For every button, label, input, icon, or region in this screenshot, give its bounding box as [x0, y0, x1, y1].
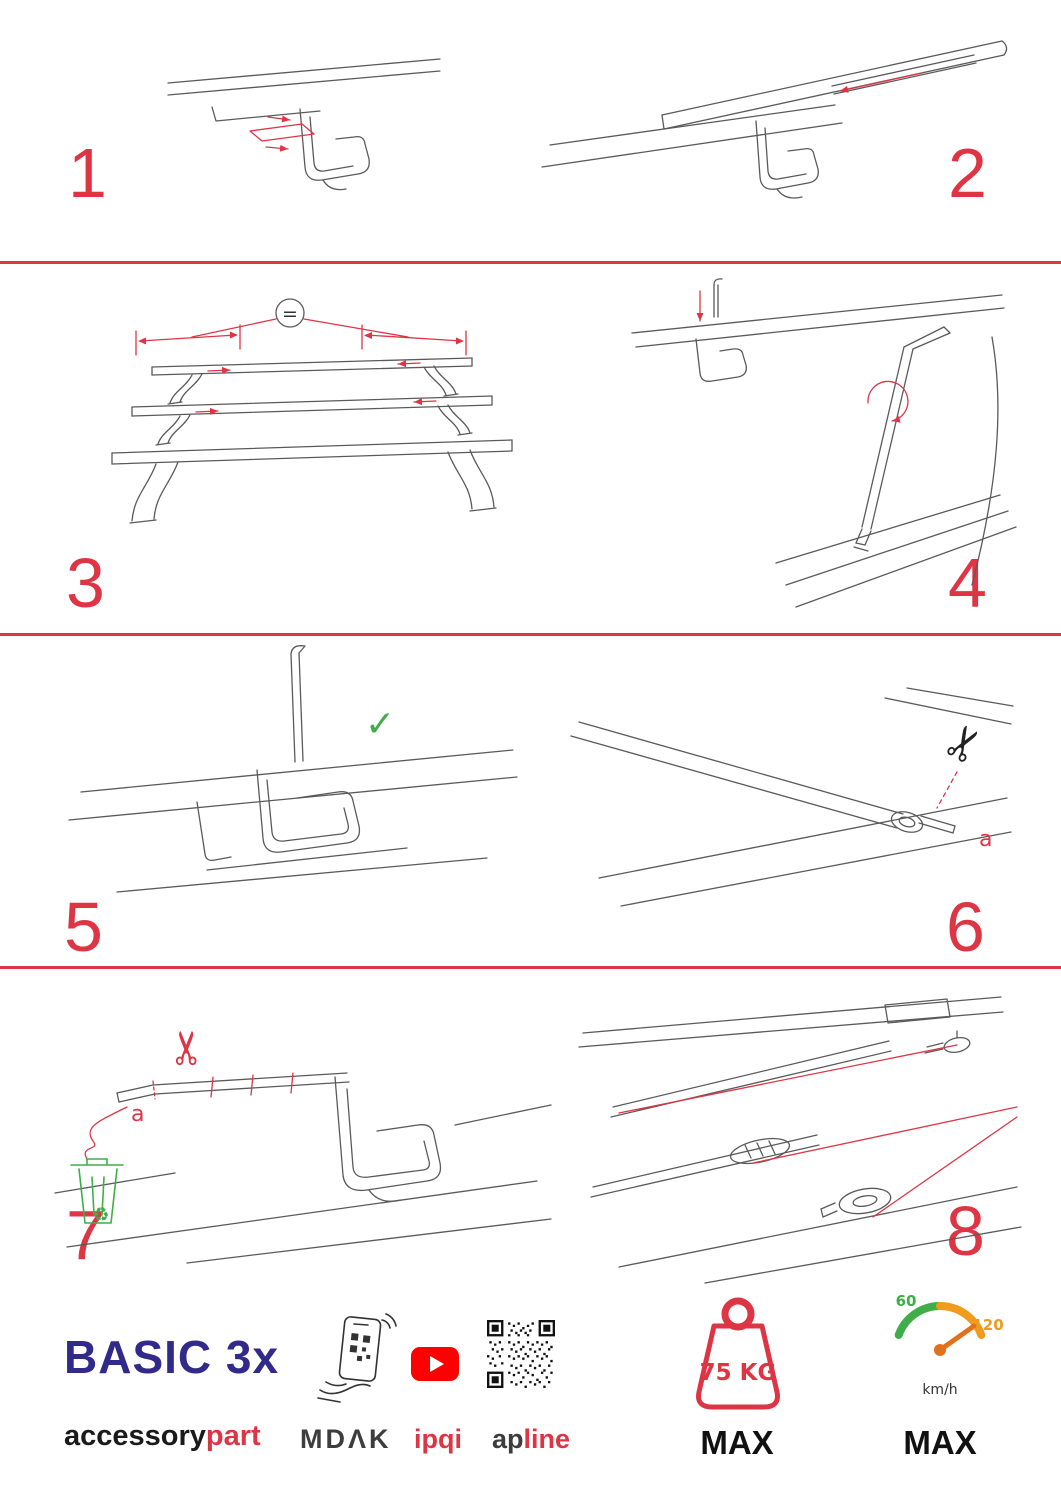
step-number-3: 3 — [66, 544, 105, 622]
check-icon: ✓ — [365, 704, 395, 745]
cut-marks — [84, 1072, 294, 1160]
strip-under-clamp-drawing — [54, 1072, 552, 1264]
apline-prefix: ap — [492, 1424, 524, 1454]
speed-high-label: 120 — [972, 1316, 1003, 1334]
slide-direction-arrow — [839, 72, 923, 93]
phone-qr-icon — [317, 1313, 397, 1403]
step-number-2: 2 — [948, 134, 987, 212]
step-number-4: 4 — [948, 544, 987, 622]
step-3-illustration: = — [111, 298, 513, 524]
scissors-icon: ✂ — [160, 1028, 214, 1067]
brand-logo: accessorypart — [64, 1420, 261, 1453]
weight-max-label: MAX — [700, 1424, 774, 1461]
speed-unit-label: km/h — [922, 1382, 957, 1398]
pin-check-drawing — [68, 645, 518, 893]
equals-label: = — [282, 303, 298, 325]
section-divider — [0, 261, 1061, 264]
qr-code — [487, 1320, 555, 1388]
step-number-6: 6 — [946, 888, 985, 966]
apline-suffix: line — [523, 1424, 571, 1454]
step-7-illustration: ✂ a ♻ — [54, 1028, 552, 1264]
foot-adjust-arrows — [195, 360, 437, 415]
tbolt-rails-drawing — [578, 996, 1022, 1284]
equal-spacing-dimensions — [135, 318, 467, 356]
trash-icon — [70, 1158, 124, 1224]
strip-label-a: a — [979, 827, 992, 852]
brand-prefix: accessory — [64, 1420, 206, 1452]
three-roof-bars-drawing — [111, 357, 513, 524]
speed-low-label: 60 — [896, 1292, 917, 1310]
tighten-arrows — [696, 290, 909, 423]
door-frame-drawing — [167, 58, 441, 191]
partner-mdak: MDΛK — [300, 1424, 392, 1454]
cut-line — [936, 771, 958, 809]
dimension-arrowheads — [138, 331, 464, 345]
product-name: BASIC 3x — [64, 1331, 280, 1383]
scissors-icon: ✂ — [931, 713, 997, 773]
speed-max-label: MAX — [903, 1424, 977, 1461]
step-number-1: 1 — [68, 134, 107, 212]
step-4-illustration — [631, 278, 1017, 608]
speedometer-icon: 60 120 km/h — [894, 1292, 1004, 1398]
section-divider — [0, 966, 1061, 969]
recycle-icon: ♻ — [92, 1204, 109, 1226]
step-number-5: 5 — [64, 888, 103, 966]
step-1-illustration — [167, 58, 441, 191]
weight-icon: 75 KG — [696, 1297, 780, 1410]
partner-apline: apline — [492, 1424, 570, 1455]
step-5-illustration: ✓ — [68, 645, 518, 893]
hex-key-tightening-drawing — [631, 278, 1017, 608]
alignment-lines — [618, 1044, 1018, 1218]
strip-label-a: a — [131, 1102, 144, 1127]
youtube-icon — [410, 1346, 460, 1387]
weight-value: 75 KG — [700, 1360, 777, 1386]
section-divider — [0, 633, 1061, 636]
bar-slide-drawing — [541, 40, 1008, 199]
bar-end-strip-drawing — [570, 687, 1014, 907]
step-number-8: 8 — [946, 1192, 985, 1270]
partner-ipqi: ipqi — [414, 1424, 462, 1454]
step-2-illustration — [541, 40, 1008, 199]
step-number-7: 7 — [66, 1196, 105, 1274]
step-8-illustration — [578, 996, 1022, 1284]
step-6-illustration: ✂ a — [570, 687, 1014, 907]
brand-suffix: part — [205, 1420, 261, 1452]
equals-badge: = — [275, 298, 305, 328]
rubber-pad-insert — [249, 115, 315, 152]
